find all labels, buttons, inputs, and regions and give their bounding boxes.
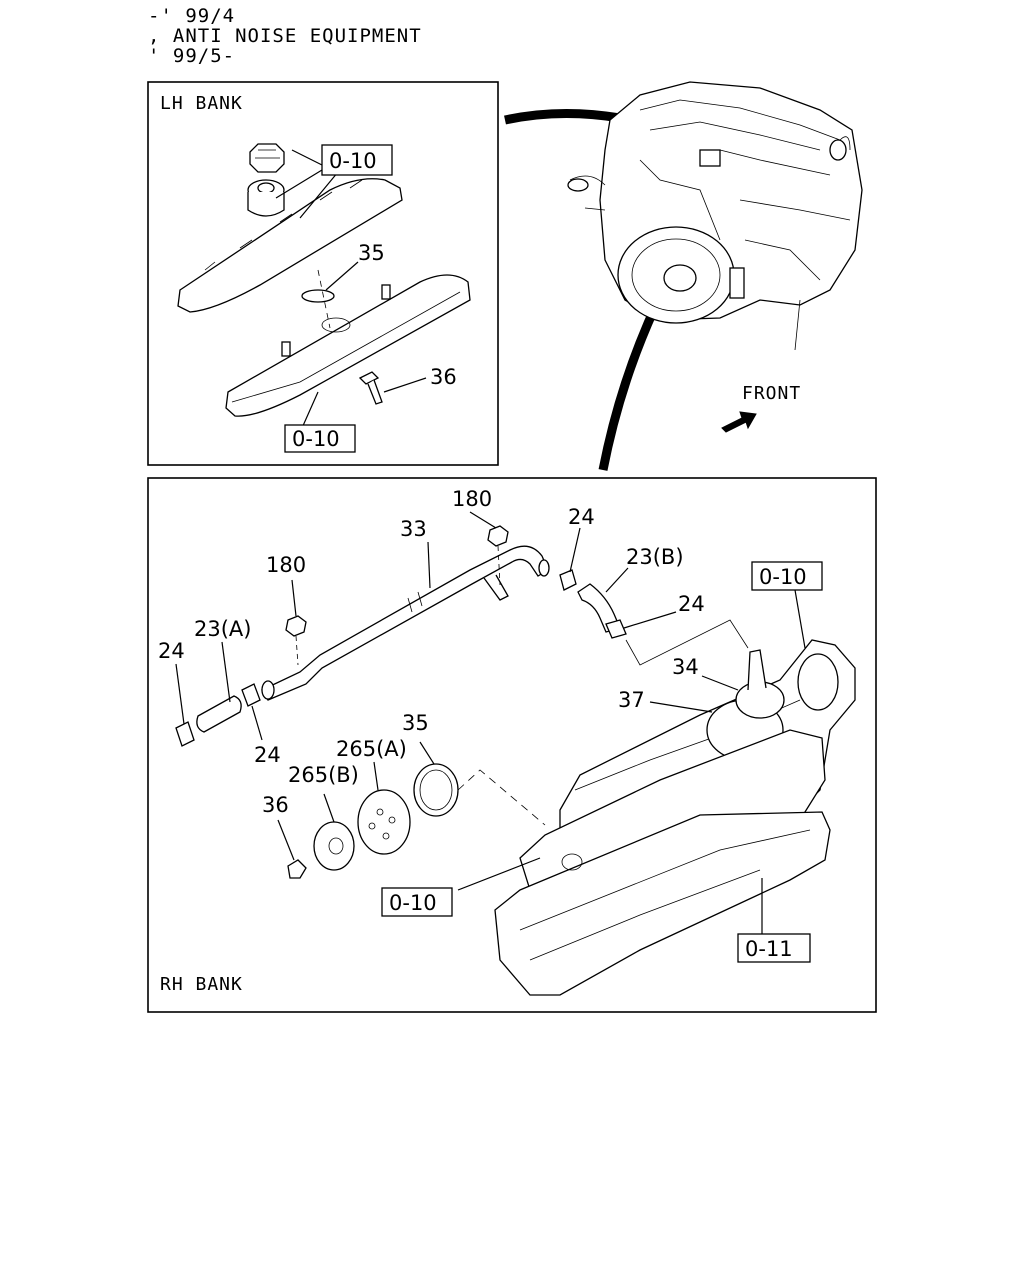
hose-23a — [196, 695, 242, 733]
lh-upper-cover-ribs — [204, 179, 363, 271]
lh-panel-title: LH BANK — [160, 93, 243, 114]
header: -' 99/4, ANTI NOISE EQUIPMENT' 99/5- — [148, 6, 422, 66]
header-line-1: -' 99/4 — [148, 5, 236, 27]
rh-ref-bottom-cover: 0-10 — [389, 891, 437, 915]
rh-seal-35 — [413, 763, 459, 817]
rh-bolt-36 — [287, 859, 307, 879]
rh-callout-24-right: 24 — [678, 592, 705, 616]
lh-panel-frame — [147, 81, 499, 466]
rh-callout-33: 33 — [400, 517, 427, 541]
rh-callout-265a: 265(A) — [336, 737, 407, 761]
lh-lower-cover — [225, 274, 471, 417]
clamp-24-bottom — [241, 683, 261, 707]
rh-callout-24-bottom: 24 — [254, 743, 281, 767]
breather-pipe-33 — [261, 545, 550, 701]
lh-bolt-36 — [358, 371, 383, 405]
clamp-24-top — [559, 569, 577, 591]
clamp-24-right — [605, 619, 627, 639]
rh-callout-37: 37 — [618, 688, 645, 712]
lh-callout-35: 35 — [358, 241, 385, 265]
front-label: FRONT — [742, 383, 801, 404]
rh-callout-23a: 23(A) — [194, 617, 251, 641]
header-line-3: ' 99/5- — [148, 45, 236, 67]
oil-filler-neck — [247, 179, 285, 217]
header-line-2: , ANTI NOISE EQUIPMENT — [148, 25, 422, 47]
rh-bank-panel: RH BANK — [147, 477, 877, 1013]
rh-ref-top-right: 0-10 — [759, 565, 807, 589]
rh-callout-35: 35 — [402, 711, 429, 735]
front-arrow-icon — [721, 411, 757, 433]
rh-panel-title: RH BANK — [160, 974, 243, 995]
rh-callout-265b: 265(B) — [288, 763, 359, 787]
washer-265b — [313, 821, 355, 871]
rh-cylinder-head — [494, 811, 831, 996]
lh-ref-top: 0-10 — [329, 149, 377, 173]
oil-filler-cap — [249, 143, 285, 173]
clamp-24-left — [175, 721, 195, 747]
washer-265a — [357, 789, 411, 855]
rh-callout-23b: 23(B) — [626, 545, 684, 569]
engine-overview: FRONT — [504, 81, 863, 471]
rh-callout-36: 36 — [262, 793, 289, 817]
rh-callout-180-left: 180 — [266, 553, 306, 577]
rh-callout-24-top: 24 — [568, 505, 595, 529]
nut-180-top — [487, 525, 509, 547]
lh-pointer — [504, 108, 621, 125]
rh-panel-frame — [147, 477, 877, 1013]
lh-bank-panel: LH BANK — [147, 81, 499, 466]
rh-callout-24-left: 24 — [158, 639, 185, 663]
rh-callout-34: 34 — [672, 655, 699, 679]
rh-ref-head: 0-11 — [745, 937, 793, 961]
lh-ref-bottom: 0-10 — [292, 427, 340, 451]
lh-gasket-35 — [301, 289, 335, 303]
lh-callout-36: 36 — [430, 365, 457, 389]
nut-180-left — [285, 615, 307, 637]
lh-upper-cover — [177, 178, 403, 313]
rh-callout-180-top: 180 — [452, 487, 492, 511]
